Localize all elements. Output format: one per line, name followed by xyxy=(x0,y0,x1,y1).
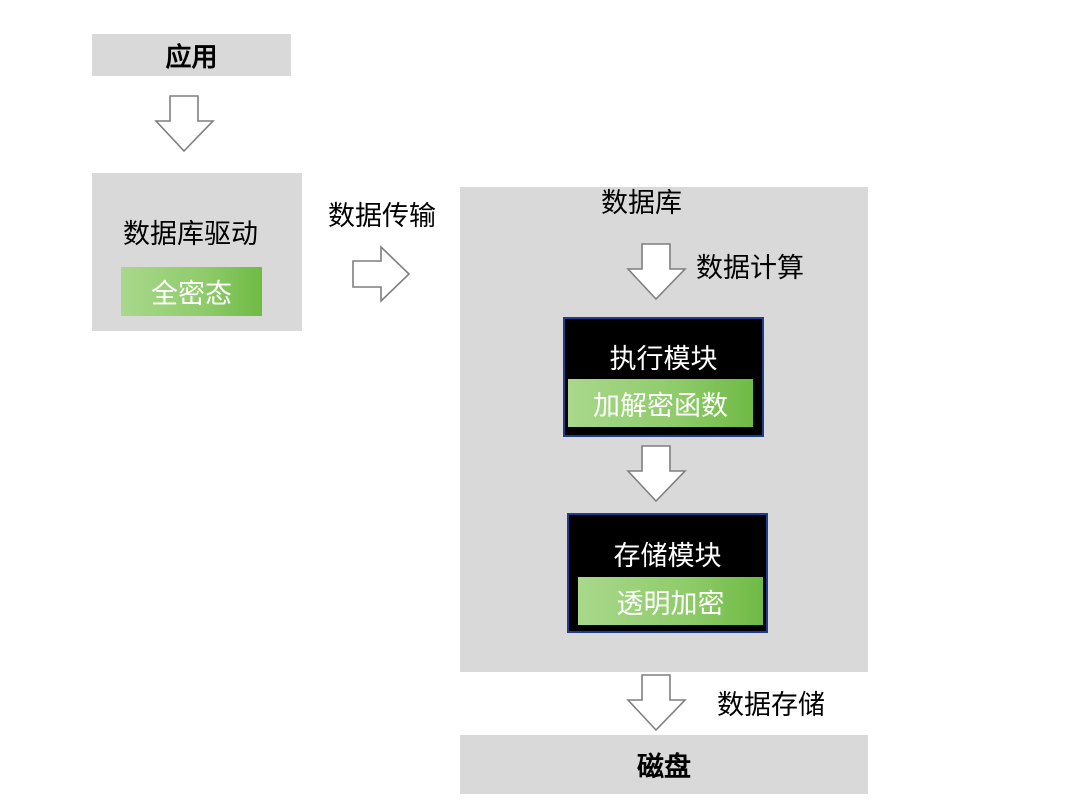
storage-module: 存储模块 透明加密 xyxy=(567,513,768,633)
database-label: 数据库 xyxy=(601,188,682,219)
arrow-right-driver-to-database xyxy=(352,245,411,303)
storage-module-tag-label: 透明加密 xyxy=(616,588,725,620)
storage-module-tag: 透明加密 xyxy=(578,577,763,625)
disk-box: 磁盘 xyxy=(460,735,868,794)
driver-tag-label: 全密态 xyxy=(151,279,232,310)
compute-label: 数据计算 xyxy=(696,253,804,284)
transfer-label: 数据传输 xyxy=(328,201,436,232)
arrow-down-database-to-disk xyxy=(626,674,687,732)
arrow-down-exec-to-storage xyxy=(626,445,687,503)
app-label: 应用 xyxy=(165,42,218,73)
storage-module-title: 存储模块 xyxy=(613,541,722,572)
driver-box: 数据库驱动 全密态 xyxy=(92,173,302,331)
exec-module-tag-label: 加解密函数 xyxy=(593,390,728,422)
exec-module: 执行模块 加解密函数 xyxy=(563,317,764,437)
exec-module-tag: 加解密函数 xyxy=(568,379,753,427)
arrow-down-app-to-driver xyxy=(154,95,215,153)
disk-label: 磁盘 xyxy=(637,752,691,783)
driver-tag-full-encryption: 全密态 xyxy=(121,267,262,316)
exec-module-title: 执行模块 xyxy=(609,344,718,375)
app-box: 应用 xyxy=(92,34,291,76)
store-label: 数据存储 xyxy=(717,690,825,721)
arrow-down-compute xyxy=(626,243,687,301)
driver-label: 数据库驱动 xyxy=(123,219,258,250)
database-box: 数据库 数据计算 执行模块 加解密函数 存储模块 透明加密 xyxy=(460,187,868,672)
